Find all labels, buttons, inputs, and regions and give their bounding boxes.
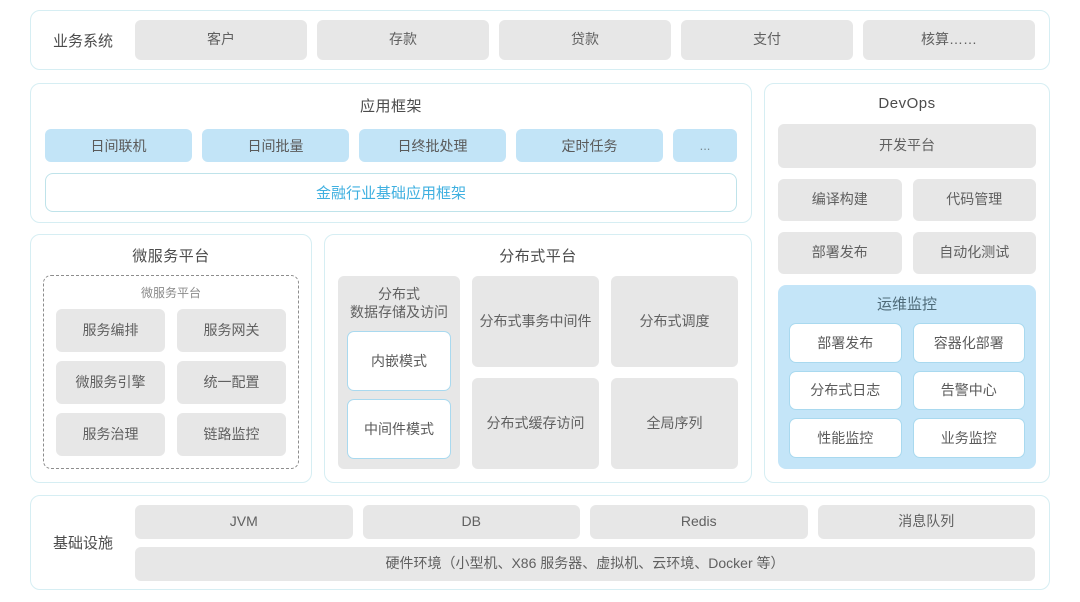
business-systems-items: 客户 存款 贷款 支付 核算……: [135, 20, 1035, 60]
microservice-item-trace-monitor[interactable]: 链路监控: [177, 413, 286, 456]
microservice-inner-title: 微服务平台: [140, 286, 201, 300]
devops-column: DevOps 开发平台 编译构建 代码管理 部署发布 自动化测试 运维监控 部署…: [764, 83, 1050, 483]
app-framework-panel: 应用框架 日间联机 日间批量 日终批处理 定时任务 ... 金融行业基础应用框架: [30, 83, 752, 223]
middle-section: 应用框架 日间联机 日间批量 日终批处理 定时任务 ... 金融行业基础应用框架…: [30, 83, 1050, 483]
ops-monitoring-title: 运维监控: [876, 296, 937, 313]
infrastructure-label: 基础设施: [52, 535, 113, 552]
microservice-item-governance[interactable]: 服务治理: [56, 413, 165, 456]
microservice-items: 服务编排 服务网关 微服务引擎 统一配置 服务治理 链路监控: [56, 309, 286, 456]
microservice-item-engine[interactable]: 微服务引擎: [56, 361, 165, 404]
distributed-cell-global-sequence[interactable]: 全局序列: [611, 378, 738, 469]
app-pill-daytime-online[interactable]: 日间联机: [45, 129, 192, 162]
distributed-storage-header-line2: 数据存储及访问: [350, 303, 448, 320]
business-item-accounting[interactable]: 核算……: [863, 20, 1035, 60]
finance-base-framework-bar[interactable]: 金融行业基础应用框架: [45, 173, 737, 212]
infrastructure-items: JVM DB Redis 消息队列: [135, 504, 1035, 539]
ops-item-deploy-release[interactable]: 部署发布: [789, 323, 902, 363]
distributed-cell-cache-access-line1: 分布式: [486, 414, 529, 431]
distributed-storage-column[interactable]: 分布式 数据存储及访问 内嵌模式 中间件模式: [338, 276, 460, 469]
distributed-cell-transaction-middleware-line1: 分布式: [479, 312, 522, 329]
business-item-loan[interactable]: 贷款: [499, 20, 671, 60]
distributed-platform-panel: 分布式平台 分布式 数据存储及访问 内嵌模式 中间件模式: [324, 234, 752, 483]
business-item-payment[interactable]: 支付: [681, 20, 853, 60]
app-pill-scheduled-task[interactable]: 定时任务: [516, 129, 663, 162]
microservice-platform-title: 微服务平台: [132, 248, 210, 265]
infra-item-message-queue[interactable]: 消息队列: [817, 504, 1035, 539]
distributed-cell-cache-access-line2: 缓存访问: [528, 414, 585, 431]
distributed-platform-body: 分布式 数据存储及访问 内嵌模式 中间件模式 分布式 事务中间件 分布式调度: [338, 276, 738, 469]
storage-mode-middleware[interactable]: 中间件模式: [347, 399, 451, 459]
devops-tool-code-management[interactable]: 代码管理: [912, 179, 1036, 221]
infrastructure-stack: JVM DB Redis 消息队列 硬件环境（小型机、X86 服务器、虚拟机、云…: [135, 504, 1035, 581]
devops-tool-build[interactable]: 编译构建: [778, 179, 902, 221]
infra-item-jvm[interactable]: JVM: [135, 504, 353, 539]
business-item-deposit[interactable]: 存款: [317, 20, 489, 60]
microservice-item-unified-config[interactable]: 统一配置: [177, 361, 286, 404]
devops-tools-row-2: 部署发布 自动化测试: [778, 232, 1036, 274]
ops-item-container-deploy[interactable]: 容器化部署: [912, 323, 1025, 363]
infra-hardware-environment[interactable]: 硬件环境（小型机、X86 服务器、虚拟机、云环境、Docker 等）: [135, 546, 1035, 581]
infra-item-redis[interactable]: Redis: [590, 504, 808, 539]
ops-item-business-monitor[interactable]: 业务监控: [912, 418, 1025, 458]
microservice-item-gateway[interactable]: 服务网关: [177, 309, 286, 352]
ops-item-alert-center[interactable]: 告警中心: [912, 370, 1025, 411]
microservice-dashed-box: 微服务平台 服务编排 服务网关 微服务引擎 统一配置 服务治理 链路监控: [43, 275, 299, 469]
devops-tool-deploy-release[interactable]: 部署发布: [778, 232, 902, 274]
app-pill-daytime-batch[interactable]: 日间批量: [202, 129, 349, 162]
microservice-item-orchestration[interactable]: 服务编排: [56, 309, 165, 352]
middle-left-column: 应用框架 日间联机 日间批量 日终批处理 定时任务 ... 金融行业基础应用框架…: [30, 83, 752, 483]
ops-item-performance-monitor[interactable]: 性能监控: [789, 418, 902, 458]
ops-item-distributed-log[interactable]: 分布式日志: [789, 370, 902, 411]
app-framework-pills: 日间联机 日间批量 日终批处理 定时任务 ...: [45, 129, 737, 162]
distributed-storage-header-line1: 分布式: [378, 286, 420, 302]
devops-dev-platform[interactable]: 开发平台: [778, 124, 1036, 168]
distributed-cell-transaction-middleware[interactable]: 分布式 事务中间件: [472, 276, 599, 367]
infrastructure-panel: 基础设施 JVM DB Redis 消息队列 硬件环境（小型机、X86 服务器、…: [30, 495, 1050, 590]
microservice-platform-panel: 微服务平台 微服务平台 服务编排 服务网关 微服务引擎 统一配置 服务治理 链路…: [30, 234, 312, 483]
distributed-platform-title: 分布式平台: [499, 248, 577, 265]
ops-monitoring-items: 部署发布 容器化部署 分布式日志 告警中心 性能监控 业务监控: [789, 323, 1025, 458]
devops-tool-automated-testing[interactable]: 自动化测试: [912, 232, 1036, 274]
ops-monitoring-box: 运维监控 部署发布 容器化部署 分布式日志 告警中心 性能监控 业务监控: [778, 285, 1036, 469]
app-framework-title: 应用框架: [359, 98, 422, 115]
app-pill-eod-batch[interactable]: 日终批处理: [359, 129, 506, 162]
storage-mode-embedded[interactable]: 内嵌模式: [347, 331, 451, 391]
devops-tools-row-1: 编译构建 代码管理: [778, 179, 1036, 221]
app-pill-more[interactable]: ...: [673, 129, 737, 162]
distributed-cell-transaction-middleware-line2: 事务中间件: [521, 312, 592, 329]
distributed-storage-header: 分布式 数据存储及访问: [347, 286, 451, 321]
distributed-cell-scheduling[interactable]: 分布式调度: [611, 276, 738, 367]
devops-title: DevOps: [878, 95, 936, 112]
infra-item-db[interactable]: DB: [362, 504, 580, 539]
business-systems-panel: 业务系统 客户 存款 贷款 支付 核算……: [30, 10, 1050, 70]
distributed-cell-cache-access[interactable]: 分布式 缓存访问: [472, 378, 599, 469]
business-item-customer[interactable]: 客户: [135, 20, 307, 60]
business-systems-label: 业务系统: [52, 32, 113, 50]
devops-panel: DevOps 开发平台 编译构建 代码管理 部署发布 自动化测试 运维监控 部署…: [764, 83, 1050, 483]
middle-left-bottom: 微服务平台 微服务平台 服务编排 服务网关 微服务引擎 统一配置 服务治理 链路…: [30, 234, 752, 483]
distributed-cells: 分布式 事务中间件 分布式调度 分布式 缓存访问 全局序列: [472, 276, 738, 469]
